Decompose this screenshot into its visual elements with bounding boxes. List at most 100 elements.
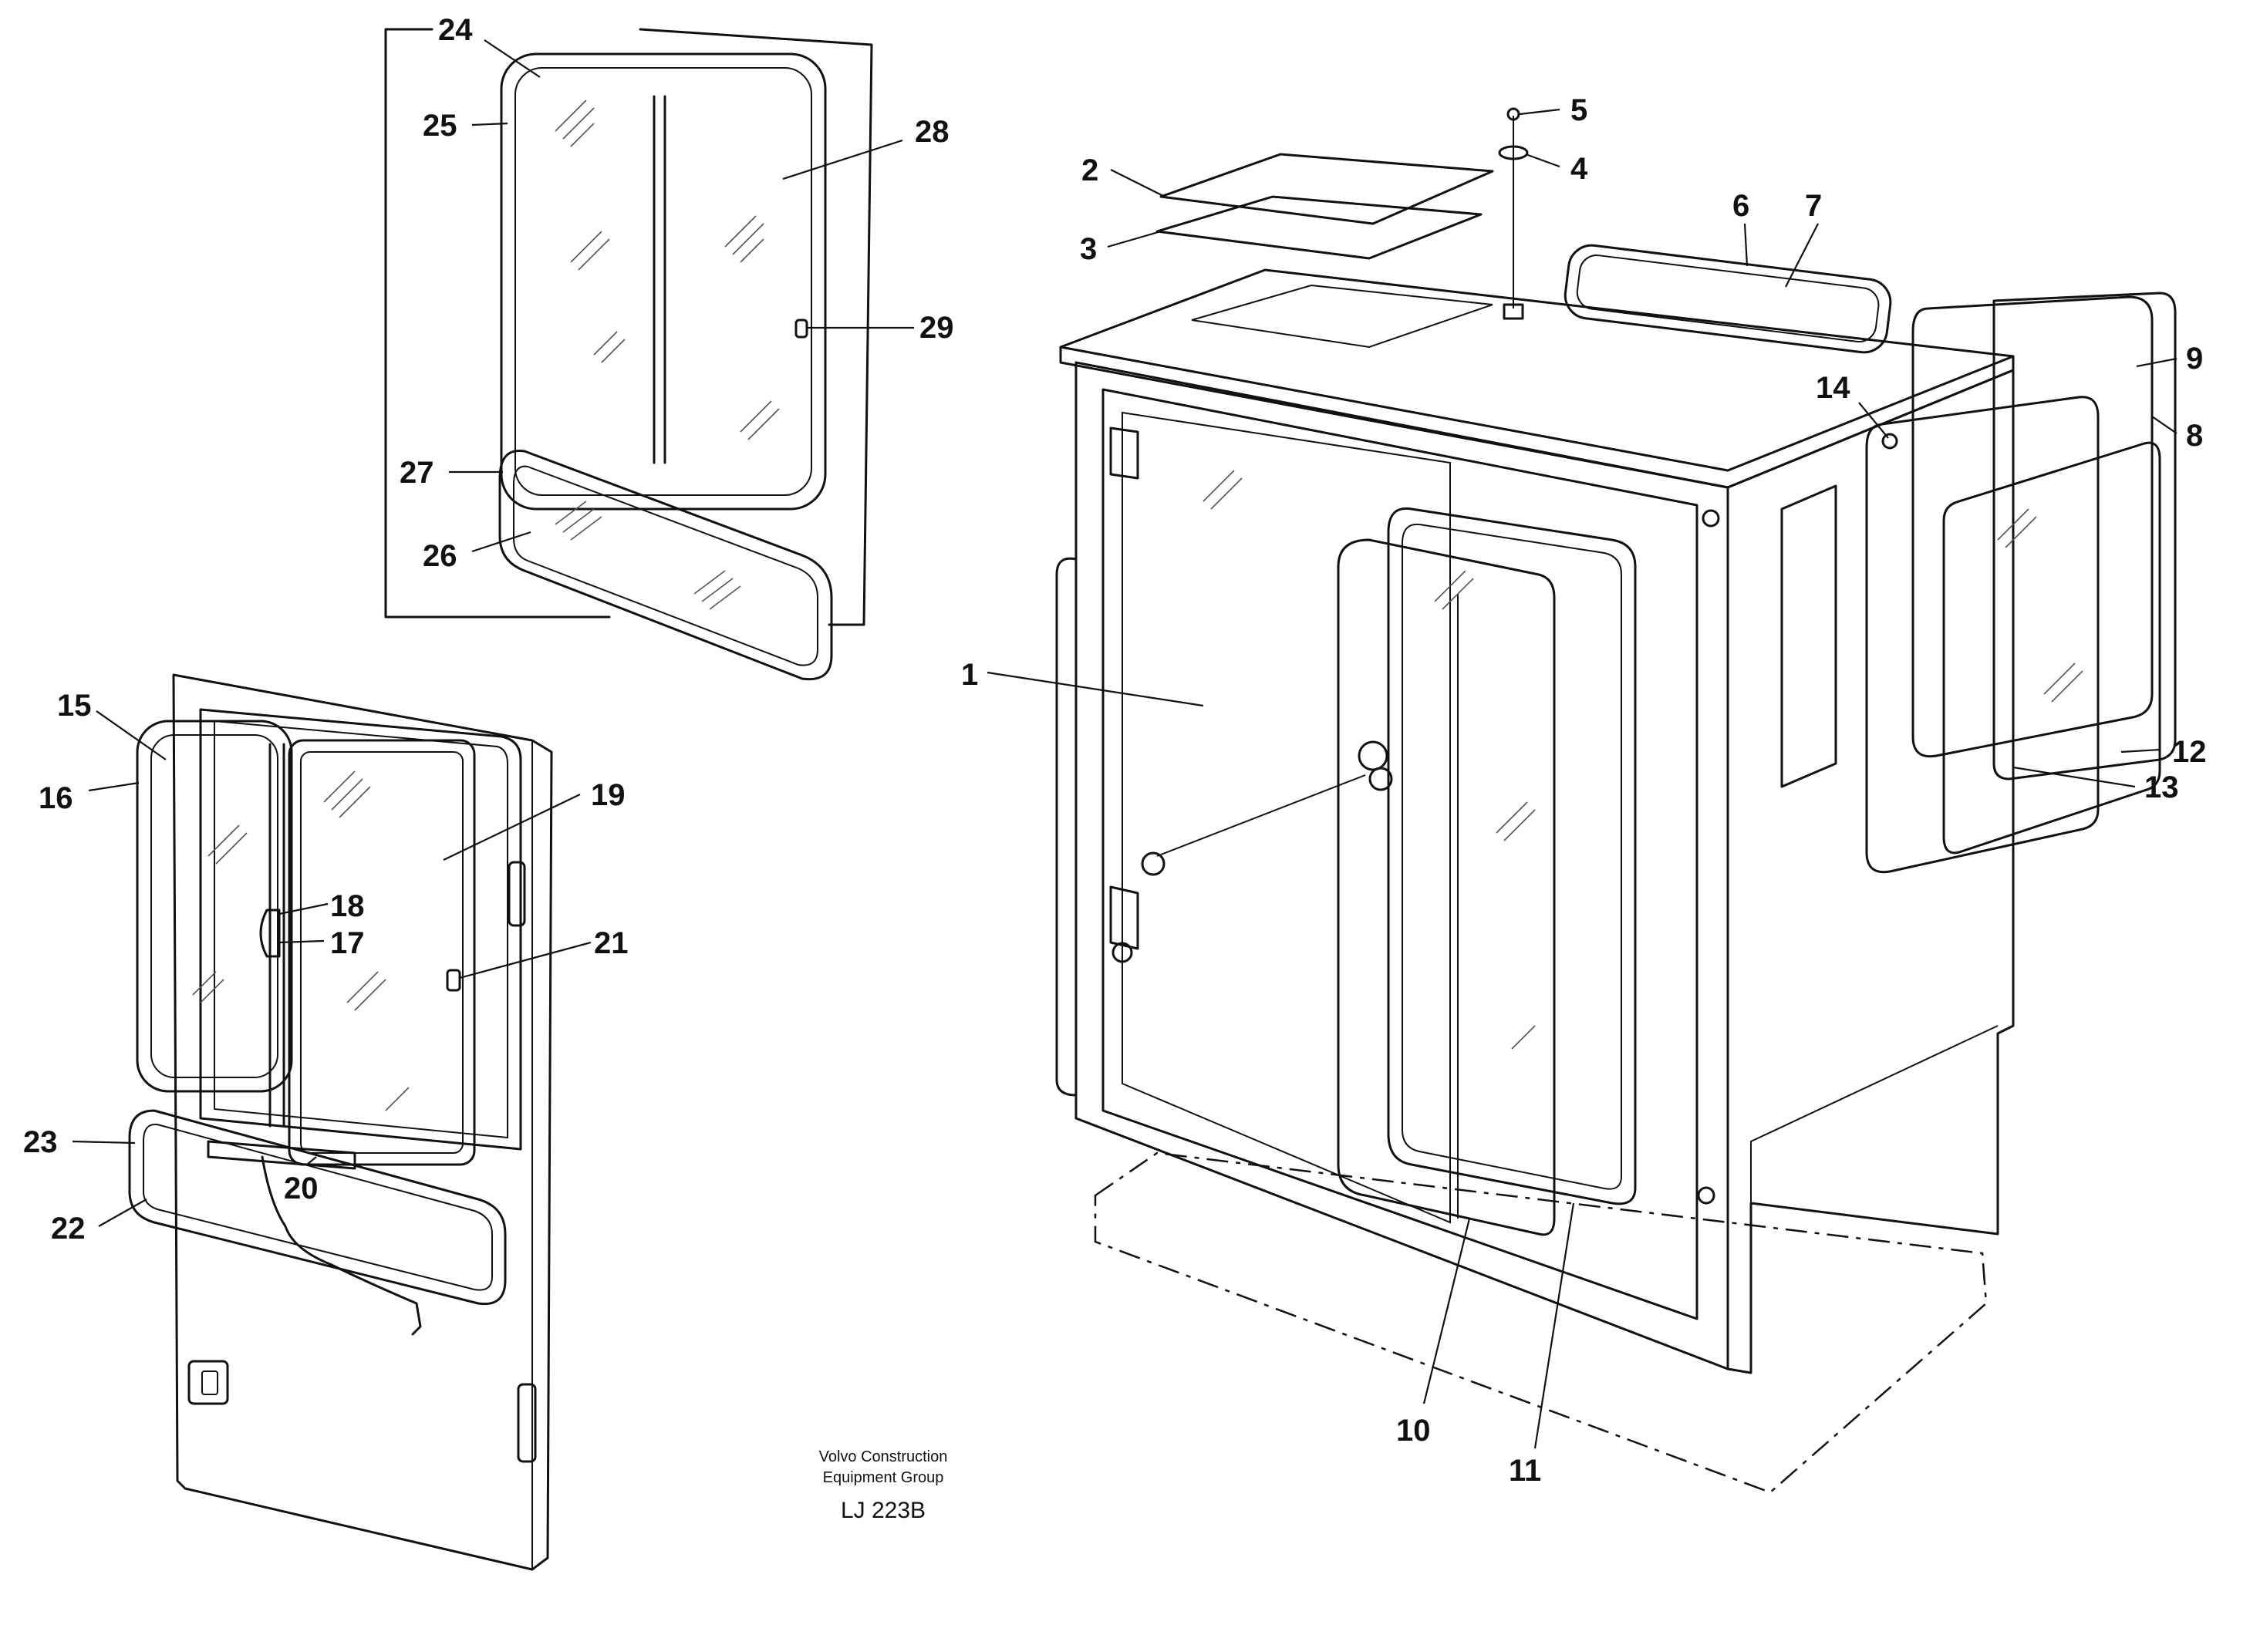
leader-7: [1785, 223, 1819, 288]
door-hinge-lower: [517, 1383, 537, 1463]
callout-17: 17: [330, 926, 365, 960]
seal-strip-cord: [261, 1155, 422, 1336]
caption-drawing-code: LJ 223B: [841, 1498, 926, 1523]
callout-24: 24: [438, 13, 473, 47]
leader-24: [484, 39, 541, 78]
hinge-hardware: [1109, 426, 1139, 950]
leader-21: [459, 941, 592, 979]
callout-8: 8: [2186, 419, 2203, 453]
door-window-opening: [199, 708, 522, 1151]
leader-13: [2012, 766, 2136, 788]
door-left-pane-inner: [150, 734, 278, 1078]
leader-19: [443, 794, 581, 861]
cab-side: [1726, 369, 2015, 1374]
roof-hatch-seal: [1155, 195, 1483, 260]
leader-11: [1533, 1202, 1575, 1449]
leader-23: [72, 1140, 136, 1145]
hinge-knob-upper: [1141, 851, 1165, 876]
side-window-rear: [1780, 484, 1837, 788]
door-window-opening-inner: [214, 720, 508, 1139]
door-right-pane: [288, 739, 476, 1166]
side-door-frame-inner: [1402, 523, 1622, 1190]
callout-25: 25: [423, 109, 457, 143]
fastener-5: [1506, 107, 1520, 121]
callout-6: 6: [1732, 189, 1749, 223]
door-slab: [172, 673, 553, 1571]
grommet-14: [1881, 433, 1898, 450]
cab-group: [987, 107, 2177, 1494]
top-side-window-6: [1564, 244, 1892, 354]
side-window-13: [1942, 441, 2161, 855]
leader-10: [1422, 1218, 1471, 1404]
callout-29: 29: [919, 311, 954, 345]
callout-23: 23: [23, 1125, 58, 1159]
leader-3: [1107, 230, 1162, 248]
cab-front-opening-inner: [1122, 411, 1451, 1224]
side-window-9: [1911, 295, 2154, 758]
callout-22: 22: [51, 1212, 86, 1246]
door-lower-frame-inner: [143, 1123, 493, 1291]
cab-roof: [1059, 268, 2015, 472]
callout-13: 13: [2144, 770, 2179, 804]
door-glass-hatch: [192, 770, 410, 1111]
leader-25: [471, 122, 508, 126]
top-side-window-7: [1576, 255, 1880, 342]
leader-15: [96, 710, 167, 760]
callout-5: 5: [1570, 93, 1587, 127]
callout-21: 21: [594, 926, 629, 960]
lock-body: [1358, 740, 1388, 771]
leader-20: [306, 1156, 317, 1165]
leader-14: [1858, 402, 1889, 439]
callout-26: 26: [423, 539, 457, 573]
side-window-8: [1992, 292, 2177, 780]
grommet-lower: [1697, 1186, 1715, 1205]
callout-2: 2: [1081, 153, 1098, 187]
lower-window-frame: [498, 449, 833, 681]
detail-bracket: [384, 28, 873, 626]
door-handle-grip: [201, 1370, 218, 1395]
lower-window-frame-inner: [513, 465, 818, 666]
door-hinge-upper: [508, 861, 526, 927]
roof-hatch-panel: [1159, 153, 1494, 225]
callout-27: 27: [400, 456, 434, 490]
leader-12: [2120, 748, 2161, 754]
caption-company-line1: Volvo Construction: [819, 1448, 948, 1465]
leader-4: [1525, 153, 1560, 168]
callout-3: 3: [1080, 232, 1097, 266]
door-right-pane-inner: [300, 751, 464, 1154]
caption-company-line2: Equipment Group: [823, 1469, 944, 1486]
side-door-pane: [1337, 538, 1556, 1236]
side-door-frame: [1387, 507, 1637, 1205]
leader-26: [471, 531, 531, 553]
roof-hatch-opening: [1191, 284, 1493, 349]
hatch-clamp: [1503, 303, 1524, 320]
lower-glass-hatch: [555, 501, 741, 610]
callout-9: 9: [2186, 342, 2203, 376]
leader-5: [1519, 108, 1560, 116]
leader-1: [987, 671, 1204, 707]
callout-4: 4: [1570, 152, 1588, 186]
cab-side-lower-panel: [1750, 1025, 1999, 1203]
leader-2: [1110, 169, 1165, 197]
hinge-knob-lower: [1112, 942, 1133, 963]
side-window-12: [1865, 396, 2100, 874]
leader-22: [98, 1199, 147, 1227]
leader-8: [2151, 416, 2177, 434]
callout-7: 7: [1805, 189, 1822, 223]
callout-1: 1: [961, 658, 978, 692]
door-group: [72, 673, 592, 1571]
callout-labels: 1 2 3 4 5 6 7 8 9 10 11 12 13 14 15 16 1…: [23, 13, 2207, 1488]
glass-hatch: [555, 99, 780, 440]
door-left-pane: [136, 720, 293, 1093]
leader-16: [88, 781, 140, 792]
seal-strip: [207, 1140, 356, 1170]
cab-base-outline: [1094, 1151, 1988, 1494]
callout-15: 15: [57, 689, 92, 723]
leader-18: [278, 902, 329, 915]
washer-4: [1498, 145, 1529, 160]
lock-rod: [1156, 594, 1459, 1219]
leader-17: [278, 939, 325, 944]
door-latch: [446, 969, 461, 992]
callout-20: 20: [284, 1172, 319, 1205]
